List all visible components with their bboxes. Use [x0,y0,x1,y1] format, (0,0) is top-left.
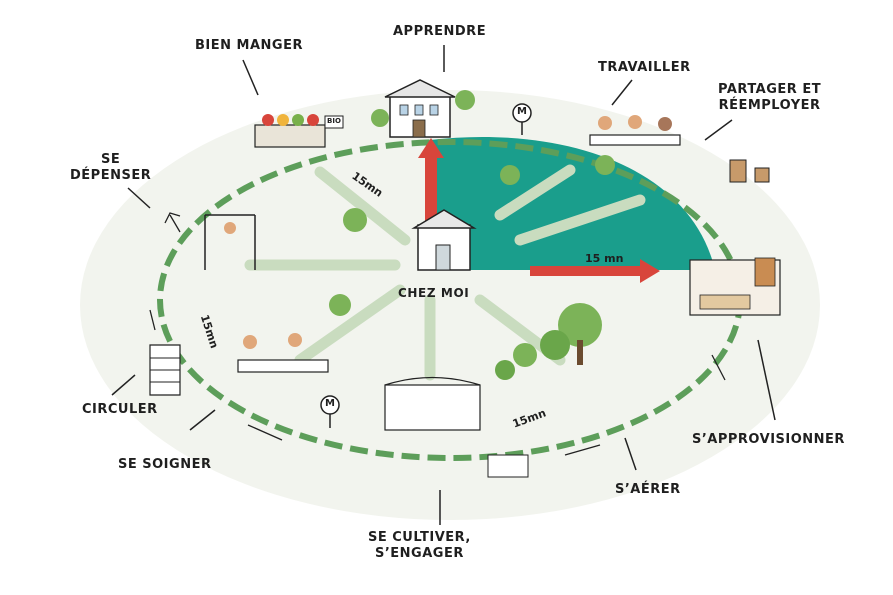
grocery-shop [689,257,781,316]
label-se-depenser: SE DÉPENSER [70,152,151,185]
label-s-aerer-text: S’AÉRER [615,482,681,497]
label-chez-moi: CHEZ MOI [398,286,469,301]
distance-label-east: 15 mn [585,252,624,265]
metro-sign-bottom-letter: M [325,398,335,409]
arrow-right-head [640,259,660,283]
label-bien-manger: BIEN MANGER [195,38,303,54]
label-se-cultiver-s-engager: SE CULTIVER, S’ENGAGER [368,530,471,563]
label-partager-reemployer: PARTAGER ET RÉEMPLOYER [718,82,821,115]
label-se-cultiver-line1: SE CULTIVER, [368,530,471,545]
label-s-approvisionner: S’APPROVISIONNER [692,432,845,448]
label-bien-manger-text: BIEN MANGER [195,38,303,53]
label-s-approvisionner-text: S’APPROVISIONNER [692,432,845,447]
label-partager-line1: PARTAGER ET [718,82,822,97]
coworking-table [589,115,681,146]
label-se-soigner-text: SE SOIGNER [118,457,212,472]
label-circuler: CIRCULER [82,402,158,418]
label-se-depenser-line1: SE [100,152,121,167]
market-sign-text: BIO [327,117,341,125]
double-arrows [149,212,726,456]
label-apprendre: APPRENDRE [393,24,486,40]
radial-roads [244,164,646,381]
metro-sign-bottom [320,395,340,428]
label-leader-lines [111,45,776,525]
market-stall [254,114,344,148]
school-building [384,79,456,138]
reuse-furniture [729,159,770,183]
metro-sign-top-letter: M [517,106,527,117]
label-travailler: TRAVAILLER [598,60,691,76]
label-chez-moi-text: CHEZ MOI [398,286,470,300]
community-stage [384,376,529,478]
arrow-up-head [418,138,444,158]
home-building [411,209,477,271]
label-travailler-text: TRAVAILLER [598,60,691,75]
label-apprendre-text: APPRENDRE [393,24,487,39]
metro-sign-top [512,103,532,135]
stairs [149,344,181,396]
label-s-aerer: S’AÉRER [615,482,681,498]
label-se-depenser-line2: DÉPENSER [70,168,152,184]
label-circuler-text: CIRCULER [82,402,158,417]
park-trees [329,90,615,380]
label-se-cultiver-line2: S’ENGAGER [374,546,464,562]
fitness-frame [204,214,256,270]
label-se-soigner: SE SOIGNER [118,457,211,473]
label-partager-line2: RÉEMPLOYER [718,98,821,114]
clinic-table [237,333,329,373]
